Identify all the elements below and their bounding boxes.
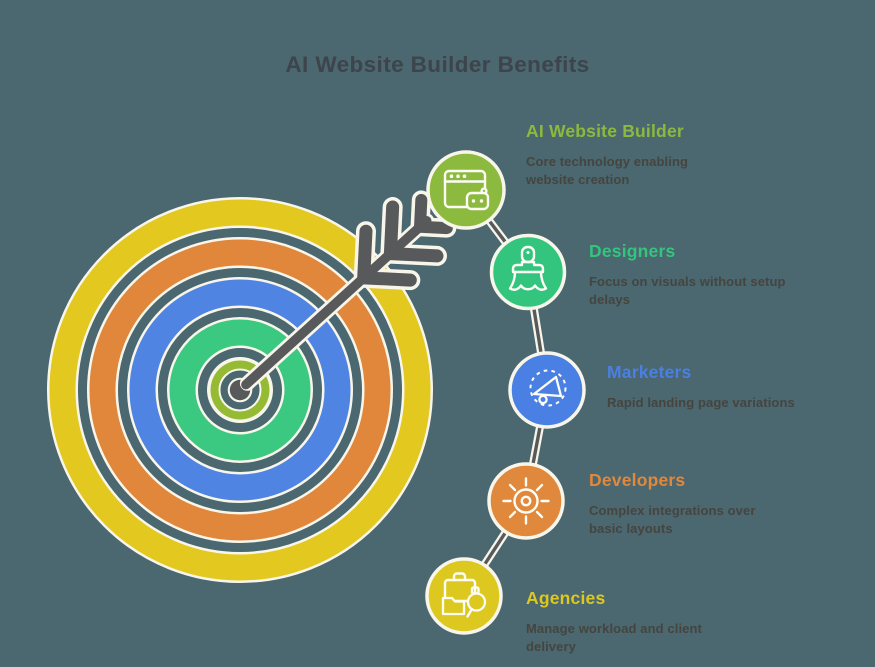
item-developers: Developers Complex integrations over bas… <box>589 470 829 538</box>
item-agencies: Agencies Manage workload and client deli… <box>526 588 766 656</box>
node-marketers <box>508 351 586 429</box>
node-designers <box>489 233 567 311</box>
item-description: Manage workload and client delivery <box>526 621 702 654</box>
item-title: Designers <box>589 241 676 261</box>
target-ring-orange <box>89 239 391 541</box>
item-title: AI Website Builder <box>526 121 684 141</box>
page-title: AI Website Builder Benefits <box>285 52 590 77</box>
target-ring-yellow <box>49 199 431 581</box>
item-title: Marketers <box>607 362 692 382</box>
node-developers <box>487 462 565 540</box>
paintbrush-icon <box>508 245 548 291</box>
item-marketers: Marketers Rapid landing page variations <box>607 362 867 412</box>
item-description: Core technology enabling website creatio… <box>526 154 689 187</box>
briefcase-search-icon <box>441 572 487 618</box>
node-ai-website-builder <box>426 150 506 230</box>
arrow-feather <box>357 224 417 287</box>
bullseye-target <box>47 197 433 583</box>
item-title: Developers <box>589 470 686 490</box>
arrow-nock <box>414 193 453 235</box>
item-title: Agencies <box>526 588 606 608</box>
arrow <box>239 190 457 391</box>
arrow-feather <box>383 200 444 263</box>
item-description: Complex integrations over basic layouts <box>589 503 756 536</box>
item-ai-website-builder: AI Website Builder Core technology enabl… <box>526 121 766 189</box>
megaphone-icon <box>529 369 567 407</box>
target-ring-green <box>169 319 311 461</box>
sun-gear-icon <box>502 477 550 525</box>
item-description: Focus on visuals without setup delays <box>589 274 786 307</box>
browser-robot-icon <box>443 169 490 211</box>
target-ring-blue <box>129 279 351 501</box>
node-agencies <box>425 557 503 635</box>
item-description: Rapid landing page variations <box>607 395 795 410</box>
item-designers: Designers Focus on visuals without setup… <box>589 241 839 309</box>
